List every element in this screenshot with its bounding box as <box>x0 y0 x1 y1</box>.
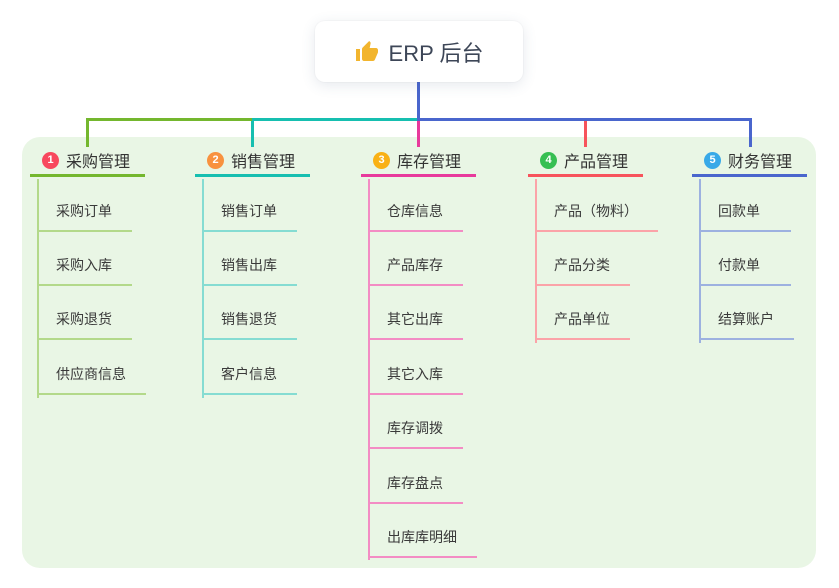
root-title: ERP 后台 <box>388 40 484 66</box>
node-stock-transfer[interactable]: 库存调拨 <box>368 411 463 449</box>
connector-drop-branch-5 <box>749 121 752 147</box>
branch-label: 销售管理 <box>231 154 296 171</box>
node-stock-taking[interactable]: 库存盘点 <box>368 466 463 504</box>
node-product-stock[interactable]: 产品库存 <box>368 248 463 286</box>
branch-title-product[interactable]: 4 产品管理 <box>528 146 643 177</box>
node-customer-info[interactable]: 客户信息 <box>202 357 297 395</box>
branch-title-sales[interactable]: 2 销售管理 <box>195 146 310 177</box>
branch-title-purchase[interactable]: 1 采购管理 <box>30 146 145 177</box>
branch-label: 财务管理 <box>728 154 793 171</box>
node-product-category[interactable]: 产品分类 <box>535 248 630 286</box>
branch-trunk-line <box>37 179 39 398</box>
connector-bus-teal <box>252 118 417 121</box>
thumbs-up-icon <box>355 40 378 61</box>
connector-drop-branch-3 <box>417 121 420 147</box>
branch-trunk-line <box>699 179 701 343</box>
node-sales-return[interactable]: 销售退货 <box>202 302 297 340</box>
connector-bus-blue <box>417 118 752 121</box>
node-outbound-detail[interactable]: 出库库明细 <box>368 520 477 558</box>
node-receipt-order[interactable]: 回款单 <box>699 194 791 232</box>
node-sales-order[interactable]: 销售订单 <box>202 194 297 232</box>
branch-badge-2: 2 <box>207 151 224 169</box>
branch-label: 采购管理 <box>66 154 131 171</box>
connector-drop-branch-2 <box>251 121 254 147</box>
branch-trunk-line <box>535 179 537 343</box>
node-other-outbound[interactable]: 其它出库 <box>368 302 463 340</box>
root-node[interactable]: ERP 后台 <box>315 21 523 82</box>
branch-badge-3: 3 <box>373 151 390 169</box>
node-warehouse-info[interactable]: 仓库信息 <box>368 194 463 232</box>
node-purchase-inbound[interactable]: 采购入库 <box>37 248 132 286</box>
branch-label: 产品管理 <box>564 154 629 171</box>
node-payment-order[interactable]: 付款单 <box>699 248 791 286</box>
node-product-material[interactable]: 产品（物料） <box>535 194 658 232</box>
node-other-inbound[interactable]: 其它入库 <box>368 357 463 395</box>
connector-root-drop <box>417 82 420 118</box>
node-product-unit[interactable]: 产品单位 <box>535 302 630 340</box>
branch-title-finance[interactable]: 5 财务管理 <box>692 146 807 177</box>
connector-drop-branch-4 <box>584 121 587 147</box>
node-supplier-info[interactable]: 供应商信息 <box>37 357 146 395</box>
node-sales-outbound[interactable]: 销售出库 <box>202 248 297 286</box>
branch-badge-1: 1 <box>42 151 59 169</box>
branches-panel <box>22 137 816 568</box>
branch-title-inventory[interactable]: 3 库存管理 <box>361 146 476 177</box>
connector-drop-branch-1 <box>86 121 89 147</box>
branch-trunk-line <box>368 179 370 560</box>
branch-label: 库存管理 <box>397 154 462 171</box>
branch-badge-4: 4 <box>540 151 557 169</box>
node-purchase-return[interactable]: 采购退货 <box>37 302 132 340</box>
node-settlement-account[interactable]: 结算账户 <box>699 302 794 340</box>
node-purchase-order[interactable]: 采购订单 <box>37 194 132 232</box>
branch-badge-5: 5 <box>704 151 721 169</box>
branch-trunk-line <box>202 179 204 398</box>
connector-bus-green <box>86 118 252 121</box>
